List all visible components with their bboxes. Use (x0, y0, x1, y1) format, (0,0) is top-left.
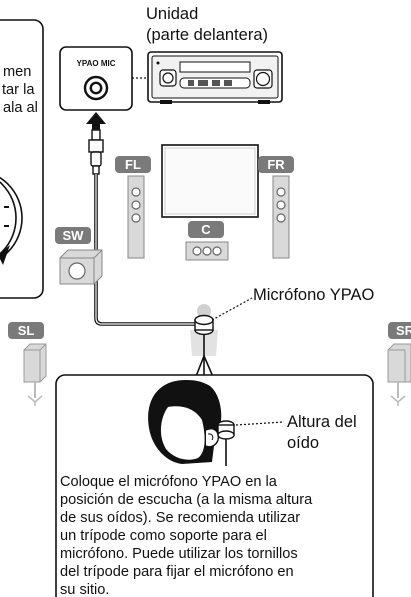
ypao-label-leader (211, 297, 253, 321)
note-line: del trípode para fijar el micrófono en (60, 564, 294, 580)
note-line: micrófono. Puede utilizar los tornillos (60, 546, 298, 562)
mic-at-ear-height-icon (217, 420, 235, 466)
instruction-box-frame (0, 19, 44, 299)
note-line: posición de escucha (a la misma altura (60, 492, 313, 508)
unit-title: Unidad (146, 5, 199, 23)
note-line: de sus oídos). Se recomienda utilizar (60, 510, 301, 526)
dial-arrow-icon (0, 245, 10, 265)
ear-height-leader (235, 421, 285, 426)
speaker-center-icon (185, 241, 229, 261)
mic-plug-icon (88, 129, 104, 175)
speaker-sw-icon (59, 249, 103, 285)
speaker-sl-icon (23, 343, 47, 406)
speaker-sr-icon (387, 343, 411, 406)
speaker-fr-icon (272, 175, 290, 259)
arrow-up-icon (86, 112, 106, 130)
ear-height-label-line1: Altura del (287, 413, 357, 431)
av-receiver-icon (147, 51, 283, 104)
note-callout-frame (55, 374, 374, 597)
ear-height-label-line2: oído (287, 434, 320, 452)
ypao-microphone-label: Micrófono YPAO (253, 286, 375, 304)
note-line: su sitio. (60, 582, 110, 597)
unit-subtitle: (parte delantera) (146, 26, 268, 44)
instruction-fragment-1: men (3, 64, 32, 80)
instruction-fragment-3: ala al (3, 100, 38, 116)
note-line: Coloque el micrófono YPAO en la (60, 474, 277, 490)
person-head-icon (148, 380, 222, 464)
placement-note: Coloque el micrófono YPAO en la posición… (60, 473, 312, 597)
note-line: un trípode como soporte para el (60, 528, 267, 544)
dial-circle (0, 176, 23, 260)
speaker-fl-icon (127, 175, 145, 259)
instruction-fragment-2: tar la (2, 82, 35, 98)
